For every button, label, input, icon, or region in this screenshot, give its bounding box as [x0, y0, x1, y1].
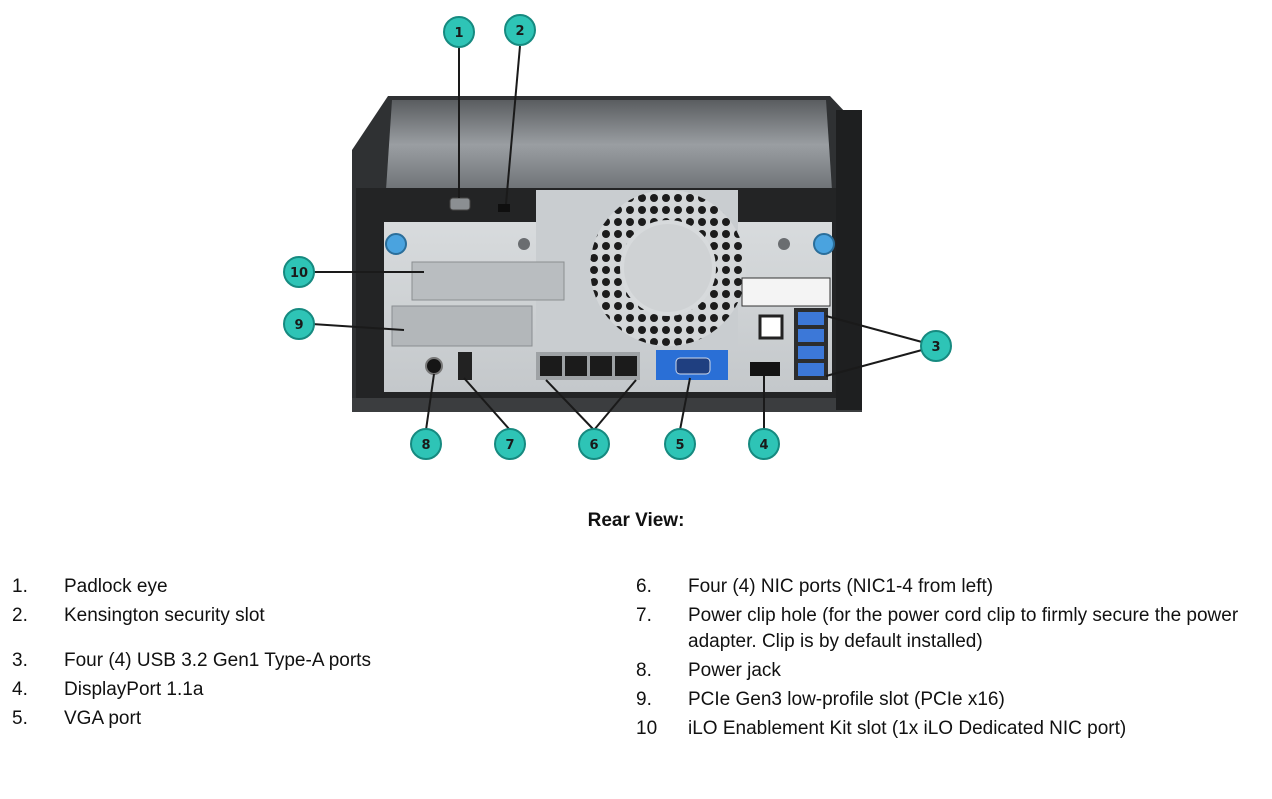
fan-grille	[590, 190, 746, 346]
legend-item: 1.Padlock eye	[12, 576, 168, 597]
nic-ports	[536, 352, 640, 380]
legend-item: 4.DisplayPort 1.1a	[12, 679, 204, 700]
svg-text:7: 7	[505, 438, 514, 453]
svg-text:9: 9	[294, 318, 303, 333]
callout-3: 3	[920, 330, 952, 362]
legend-item: 8.Power jack	[636, 660, 781, 681]
legend-item: 5.VGA port	[12, 708, 142, 729]
kensington-slot	[498, 204, 510, 212]
svg-text:5: 5	[675, 438, 684, 453]
svg-text:3: 3	[931, 340, 940, 355]
legend-item: 9.PCIe Gen3 low-profile slot (PCIe x16)	[636, 689, 1005, 710]
callout-9: 9	[283, 308, 315, 340]
power-jack	[425, 357, 443, 375]
legend-item: 2.Kensington security slot	[12, 605, 265, 626]
leader-lines	[311, 45, 923, 431]
legend-item: 3.Four (4) USB 3.2 Gen1 Type-A ports	[12, 650, 371, 671]
legend-item: 7.Power clip hole (for the power cord cl…	[636, 605, 1239, 652]
callout-5: 5	[664, 428, 696, 460]
displayport	[750, 362, 780, 376]
usb-ports	[794, 308, 828, 380]
server-rear-view-diagram: 1 2 3 4 5 6 7 8 9 10	[283, 14, 952, 460]
service-label	[741, 277, 831, 307]
power-clip	[458, 352, 472, 380]
callout-6: 6	[578, 428, 610, 460]
pcie-slot-bracket	[391, 305, 533, 347]
thumbscrew-left	[385, 233, 407, 255]
callout-1: 1	[443, 16, 475, 48]
padlock-eye	[449, 197, 471, 211]
callout-10: 10	[283, 256, 315, 288]
qr-code	[758, 314, 784, 340]
svg-text:2: 2	[515, 24, 524, 39]
svg-text:10: 10	[290, 266, 308, 281]
callout-7: 7	[494, 428, 526, 460]
ilo-slot-bracket	[411, 261, 565, 301]
callout-4: 4	[748, 428, 780, 460]
legend-item: 6.Four (4) NIC ports (NIC1-4 from left)	[636, 576, 994, 597]
svg-text:8: 8	[421, 438, 430, 453]
thumbscrew-right	[813, 233, 835, 255]
svg-text:1: 1	[454, 26, 463, 41]
svg-text:4: 4	[759, 438, 768, 453]
svg-text:6: 6	[589, 438, 598, 453]
callout-2: 2	[504, 14, 536, 46]
callout-8: 8	[410, 428, 442, 460]
legend-right: 6.Four (4) NIC ports (NIC1-4 from left) …	[636, 574, 1256, 745]
legend-left: 1.Padlock eye 2.Kensington security slot…	[12, 574, 532, 735]
figure-caption: Rear View:	[587, 510, 685, 531]
